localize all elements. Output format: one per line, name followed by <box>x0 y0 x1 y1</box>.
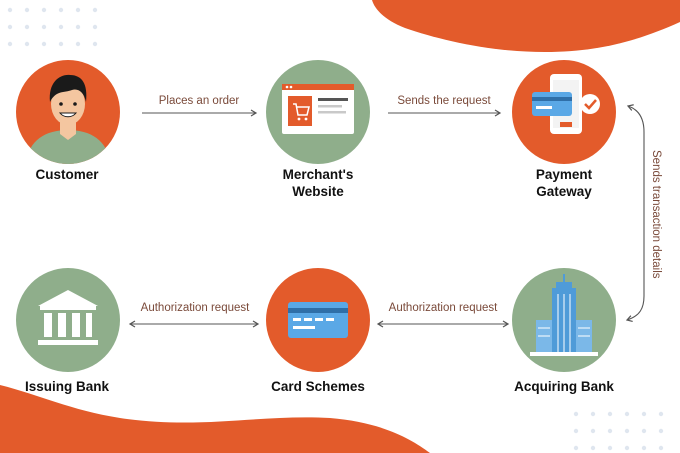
decorative-dot <box>58 41 64 47</box>
decorative-dot <box>92 24 98 30</box>
decorative-dot <box>58 7 64 13</box>
credit-card-icon <box>266 268 370 372</box>
decorative-dot <box>641 411 647 417</box>
shopping-cart-window-icon <box>266 60 370 164</box>
skyscraper-icon <box>512 268 616 372</box>
decorative-dot <box>41 41 47 47</box>
customer-node <box>16 60 120 164</box>
decorative-dot <box>7 41 13 47</box>
merchant-node <box>266 60 370 164</box>
decorative-dot <box>590 428 596 434</box>
decorative-dot <box>624 428 630 434</box>
decorative-dot <box>573 428 579 434</box>
decorative-dot <box>641 428 647 434</box>
decorative-dot <box>75 24 81 30</box>
decorative-dot <box>590 411 596 417</box>
decorative-dot <box>24 7 30 13</box>
acquiring-node <box>512 268 616 372</box>
edge-label-sends-transaction-details: Sends transaction details <box>650 150 662 279</box>
edge-label-authorization-request-left: Authorization request <box>140 302 250 314</box>
person-icon <box>16 60 120 164</box>
decorative-dot <box>641 445 647 451</box>
decorative-dot <box>607 411 613 417</box>
decorative-dot <box>658 445 664 451</box>
decorative-dot <box>7 24 13 30</box>
decorative-dot <box>75 41 81 47</box>
decorative-dot <box>24 24 30 30</box>
top-right-orange-blob <box>372 0 680 52</box>
merchant-label-line2: Website <box>292 184 344 199</box>
issuing-node <box>16 268 120 372</box>
decorative-dot <box>92 7 98 13</box>
decorative-dot <box>624 411 630 417</box>
edge-label-places-order: Places an order <box>158 95 240 107</box>
edge-label-authorization-request-right: Authorization request <box>388 302 498 314</box>
decorative-dot <box>658 428 664 434</box>
decorative-dot <box>590 445 596 451</box>
decorative-dot <box>41 7 47 13</box>
decorative-dot <box>658 411 664 417</box>
arrow-gateway-to-acquiring <box>625 104 645 322</box>
edge-label-sends-request: Sends the request <box>397 95 491 107</box>
gateway-node <box>512 60 616 164</box>
bottom-left-orange-blob <box>0 385 430 453</box>
card-schemes-label: Card Schemes <box>271 379 365 394</box>
phone-card-checkmark-icon <box>512 60 616 164</box>
decorative-dot <box>7 7 13 13</box>
card-schemes-node <box>266 268 370 372</box>
decorative-dot <box>92 41 98 47</box>
decorative-dot <box>58 24 64 30</box>
decorative-dot <box>75 7 81 13</box>
issuing-label: Issuing Bank <box>24 379 110 394</box>
decorative-dot <box>573 411 579 417</box>
dot-grid-top-left <box>7 7 98 47</box>
customer-label: Customer <box>35 167 99 182</box>
decorative-dot <box>41 24 47 30</box>
decorative-dot <box>573 445 579 451</box>
decorative-dot <box>607 428 613 434</box>
merchant-label-line1: Merchant's <box>282 167 354 182</box>
merchant-label: Merchant's Website <box>248 166 388 200</box>
gateway-label: Payment Gateway <box>494 166 634 200</box>
decorative-dot <box>24 41 30 47</box>
decorative-dot <box>624 445 630 451</box>
gateway-label-line1: Payment <box>535 167 593 182</box>
gateway-label-line2: Gateway <box>536 184 592 199</box>
dot-grid-bottom-right <box>573 411 664 451</box>
bank-building-icon <box>16 268 120 372</box>
decorative-dot <box>607 445 613 451</box>
acquiring-label: Acquiring Bank <box>514 379 614 394</box>
